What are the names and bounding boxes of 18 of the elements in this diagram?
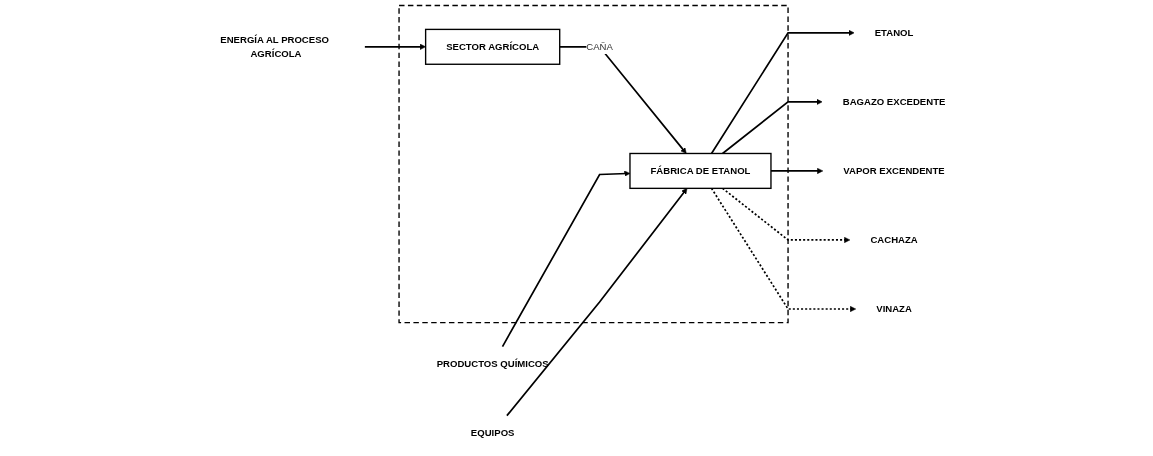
node-text: VAPOR EXCENDENTE xyxy=(843,165,945,177)
arrow xyxy=(770,167,824,174)
node-text: PRODUCTOS QUÍMICOS xyxy=(436,358,549,370)
arrow xyxy=(710,187,856,312)
node-text: VINAZA xyxy=(876,303,912,315)
arrow xyxy=(364,43,426,50)
cluster xyxy=(398,4,789,324)
node-text: ENERGÍA AL PROCESO AGRÍCOLA xyxy=(220,33,329,60)
node-text: CACHAZA xyxy=(870,234,918,246)
node-box xyxy=(424,28,561,65)
arrow xyxy=(506,188,688,417)
arrow xyxy=(721,98,823,155)
node-text: ETANOL xyxy=(874,27,914,38)
node-text: EQUIPOS xyxy=(470,427,515,439)
node-text: BAGAZO EXCEDENTE xyxy=(842,96,946,107)
node-box xyxy=(629,152,772,190)
arrow xyxy=(710,29,855,155)
arrow xyxy=(721,187,851,243)
